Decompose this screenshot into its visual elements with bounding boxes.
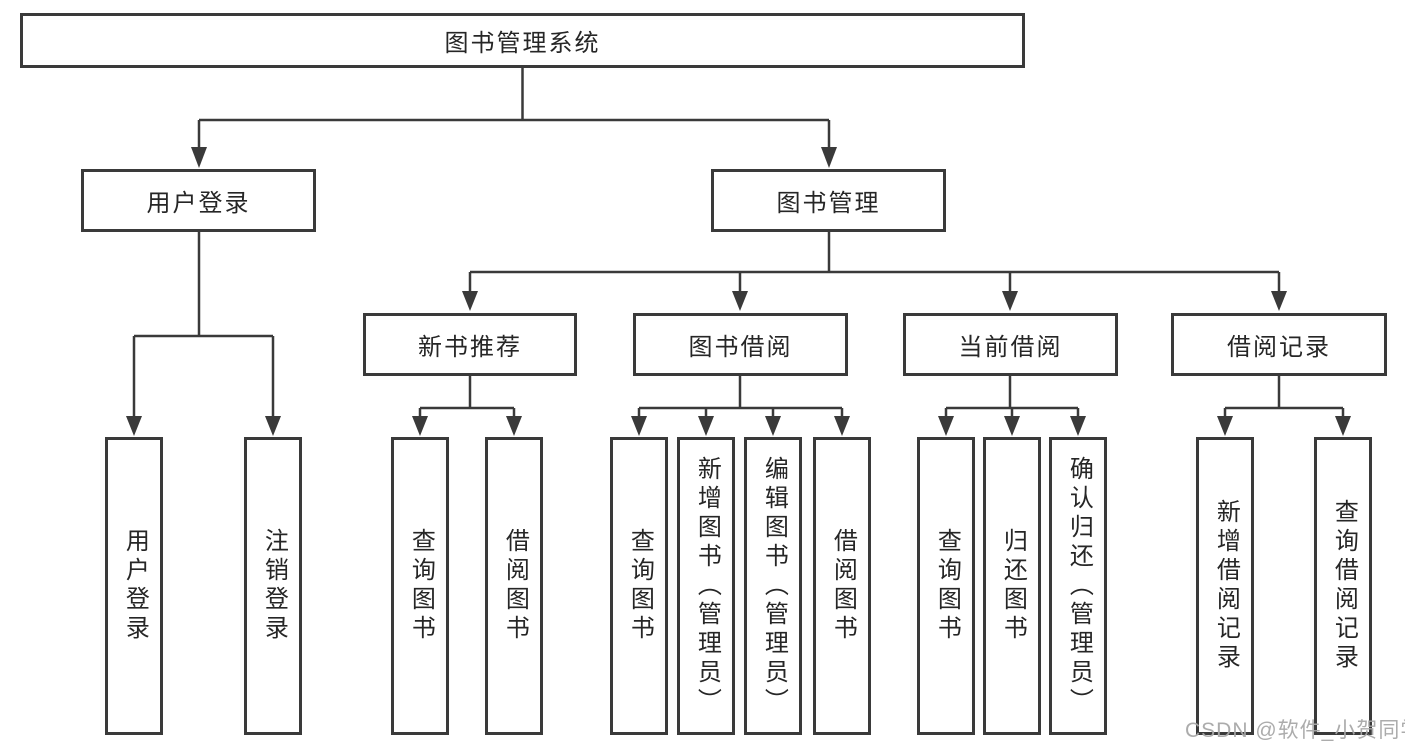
connector-borrowing-records xyxy=(1223,376,1345,419)
leaf-records-search-borrow-record-label: 查询借阅记录 xyxy=(1330,499,1358,673)
node-new-book-recommendation-label: 新书推荐 xyxy=(418,334,522,361)
node-new-book-recommendation: 新书推荐 xyxy=(363,313,577,376)
node-borrowing-records-label: 借阅记录 xyxy=(1227,334,1331,361)
leaf-current-confirm-return-admin-label: 确认归还（管理员） xyxy=(1065,455,1093,717)
leaf-current-search-books: 查询图书 xyxy=(917,437,975,735)
arrow-icon xyxy=(412,416,428,436)
node-book-borrowing: 图书借阅 xyxy=(633,313,848,376)
connector-book-borrowing xyxy=(637,376,844,419)
arrow-icon xyxy=(732,291,748,311)
leaf-borrowing-borrow-books: 借阅图书 xyxy=(813,437,871,735)
leaf-newbook-borrow-books-label: 借阅图书 xyxy=(501,528,529,644)
leaf-records-add-borrow-record: 新增借阅记录 xyxy=(1196,437,1254,735)
node-book-management-label: 图书管理 xyxy=(776,190,881,217)
leaf-user-login: 用户登录 xyxy=(105,437,163,735)
arrow-icon xyxy=(1217,416,1233,436)
arrow-icon xyxy=(834,416,850,436)
arrow-icon xyxy=(265,416,281,436)
leaf-records-add-borrow-record-label: 新增借阅记录 xyxy=(1212,499,1240,673)
leaf-borrowing-edit-books-admin: 编辑图书（管理员） xyxy=(744,437,802,735)
node-root: 图书管理系统 xyxy=(20,13,1025,68)
arrow-icon xyxy=(1271,291,1287,311)
node-current-borrowing: 当前借阅 xyxy=(903,313,1118,376)
connector-user-login xyxy=(132,232,275,419)
connector-current-borrowing xyxy=(944,376,1080,419)
arrow-icon xyxy=(462,291,478,311)
node-borrowing-records: 借阅记录 xyxy=(1171,313,1387,376)
node-current-borrowing-label: 当前借阅 xyxy=(958,334,1063,361)
arrowheads xyxy=(126,147,1351,436)
node-book-management: 图书管理 xyxy=(711,169,946,232)
arrow-icon xyxy=(1070,416,1086,436)
leaf-borrowing-add-books-admin-label: 新增图书（管理员） xyxy=(693,455,721,717)
arrow-icon xyxy=(506,416,522,436)
node-root-label: 图书管理系统 xyxy=(444,30,601,57)
connector-root xyxy=(197,66,831,150)
leaf-borrowing-add-books-admin: 新增图书（管理员） xyxy=(677,437,735,735)
node-book-borrowing-label: 图书借阅 xyxy=(688,334,793,361)
arrow-icon xyxy=(765,416,781,436)
leaf-newbook-borrow-books: 借阅图书 xyxy=(485,437,543,735)
leaf-records-search-borrow-record: 查询借阅记录 xyxy=(1314,437,1372,735)
arrow-icon xyxy=(938,416,954,436)
arrow-icon xyxy=(821,147,837,168)
leaf-borrowing-search-books: 查询图书 xyxy=(610,437,668,735)
leaf-user-login-label: 用户登录 xyxy=(121,528,149,644)
leaf-newbook-search-books-label: 查询图书 xyxy=(407,528,435,644)
arrow-icon xyxy=(698,416,714,436)
arrow-icon xyxy=(1002,291,1018,311)
node-user-login-label: 用户登录 xyxy=(146,190,251,217)
arrow-icon xyxy=(1335,416,1351,436)
leaf-current-confirm-return-admin: 确认归还（管理员） xyxy=(1049,437,1107,735)
leaf-current-return-books-label: 归还图书 xyxy=(999,528,1027,644)
arrow-icon xyxy=(191,147,207,168)
leaf-current-return-books: 归还图书 xyxy=(983,437,1041,735)
csdn-watermark: CSDN @软件_小贺同学 xyxy=(1185,719,1405,742)
arrow-icon xyxy=(1004,416,1020,436)
leaf-newbook-search-books: 查询图书 xyxy=(391,437,449,735)
connector-book-management xyxy=(468,232,1281,294)
node-user-login: 用户登录 xyxy=(81,169,316,232)
arrow-icon xyxy=(631,416,647,436)
connector-new-book xyxy=(418,376,516,419)
leaf-borrowing-borrow-books-label: 借阅图书 xyxy=(829,528,857,644)
leaf-borrowing-search-books-label: 查询图书 xyxy=(626,528,654,644)
arrow-icon xyxy=(126,416,142,436)
leaf-logout: 注销登录 xyxy=(244,437,302,735)
leaf-current-search-books-label: 查询图书 xyxy=(933,528,961,644)
leaf-borrowing-edit-books-admin-label: 编辑图书（管理员） xyxy=(760,455,788,717)
leaf-logout-label: 注销登录 xyxy=(260,528,288,644)
